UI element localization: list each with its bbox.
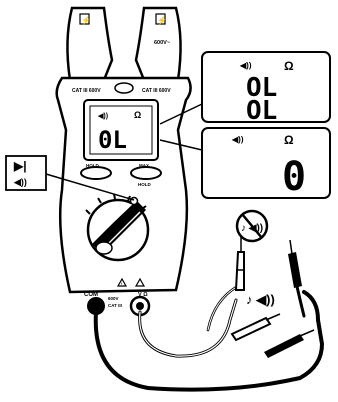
callout-top-ohm: Ω — [284, 59, 294, 73]
max-button[interactable] — [130, 166, 162, 180]
callout-top-reading-1: OL — [246, 73, 277, 103]
com-jack[interactable] — [87, 297, 105, 315]
hold-button[interactable] — [80, 166, 112, 180]
ncv-right-label: CAT III 600V — [142, 88, 171, 94]
probe-red-bottom — [230, 313, 281, 342]
no-sound-icon: ♪ ◀)) — [235, 209, 269, 243]
callout-top-reading-2: OL — [246, 96, 277, 126]
hold-button-label: HOLD — [86, 163, 99, 168]
jaw-left-mark: ⚡ — [81, 15, 91, 25]
jack-rating-1: 600V — [108, 296, 119, 301]
diode-icon: ▶| — [13, 159, 27, 173]
jaw-right-mark: ⚡ — [157, 15, 167, 25]
dial-position-marks — [85, 193, 147, 215]
callout-bottom-ohm: Ω — [284, 133, 294, 147]
ncv-indicator — [114, 82, 134, 94]
jack-com-label: COM — [84, 292, 98, 298]
lcd-beep-symbol: ◀)) — [97, 113, 108, 120]
callout-display-top: ◀)) Ω OL OL — [201, 51, 331, 126]
no-sound-symbol: ♪ ◀)) — [241, 223, 263, 234]
callout-bottom-beep: ◀)) — [231, 135, 244, 144]
probe-red-top — [234, 236, 245, 291]
lcd-ohm-symbol: Ω — [134, 110, 141, 120]
callout-bottom-reading: 0 — [282, 154, 306, 200]
mode-icon-callout: ▶| ◀)) — [5, 155, 47, 191]
continuity-icon: ◀)) — [13, 177, 27, 187]
max-button-label: MAX — [139, 163, 149, 168]
lcd-reading: 0L — [98, 126, 127, 154]
jaw-rating: 600V~ — [154, 40, 170, 46]
callout-top-beep: ◀)) — [239, 61, 252, 70]
button-sub-label: HOLD — [138, 182, 151, 187]
rotary-dial[interactable] — [86, 198, 150, 262]
svg-text:!: ! — [121, 281, 122, 286]
jack-right-label: V Ω — [138, 292, 148, 298]
sound-icon: ♪ ◀)) — [246, 292, 275, 307]
probe-black-bottom — [264, 329, 315, 358]
probe-black-top — [288, 239, 302, 288]
test-leads — [93, 280, 325, 392]
jack-rating-2: CAT III — [108, 303, 122, 308]
callout-display-bottom: ◀)) Ω 0 — [201, 127, 331, 200]
ncv-left-label: CAT III 600V — [72, 88, 101, 94]
